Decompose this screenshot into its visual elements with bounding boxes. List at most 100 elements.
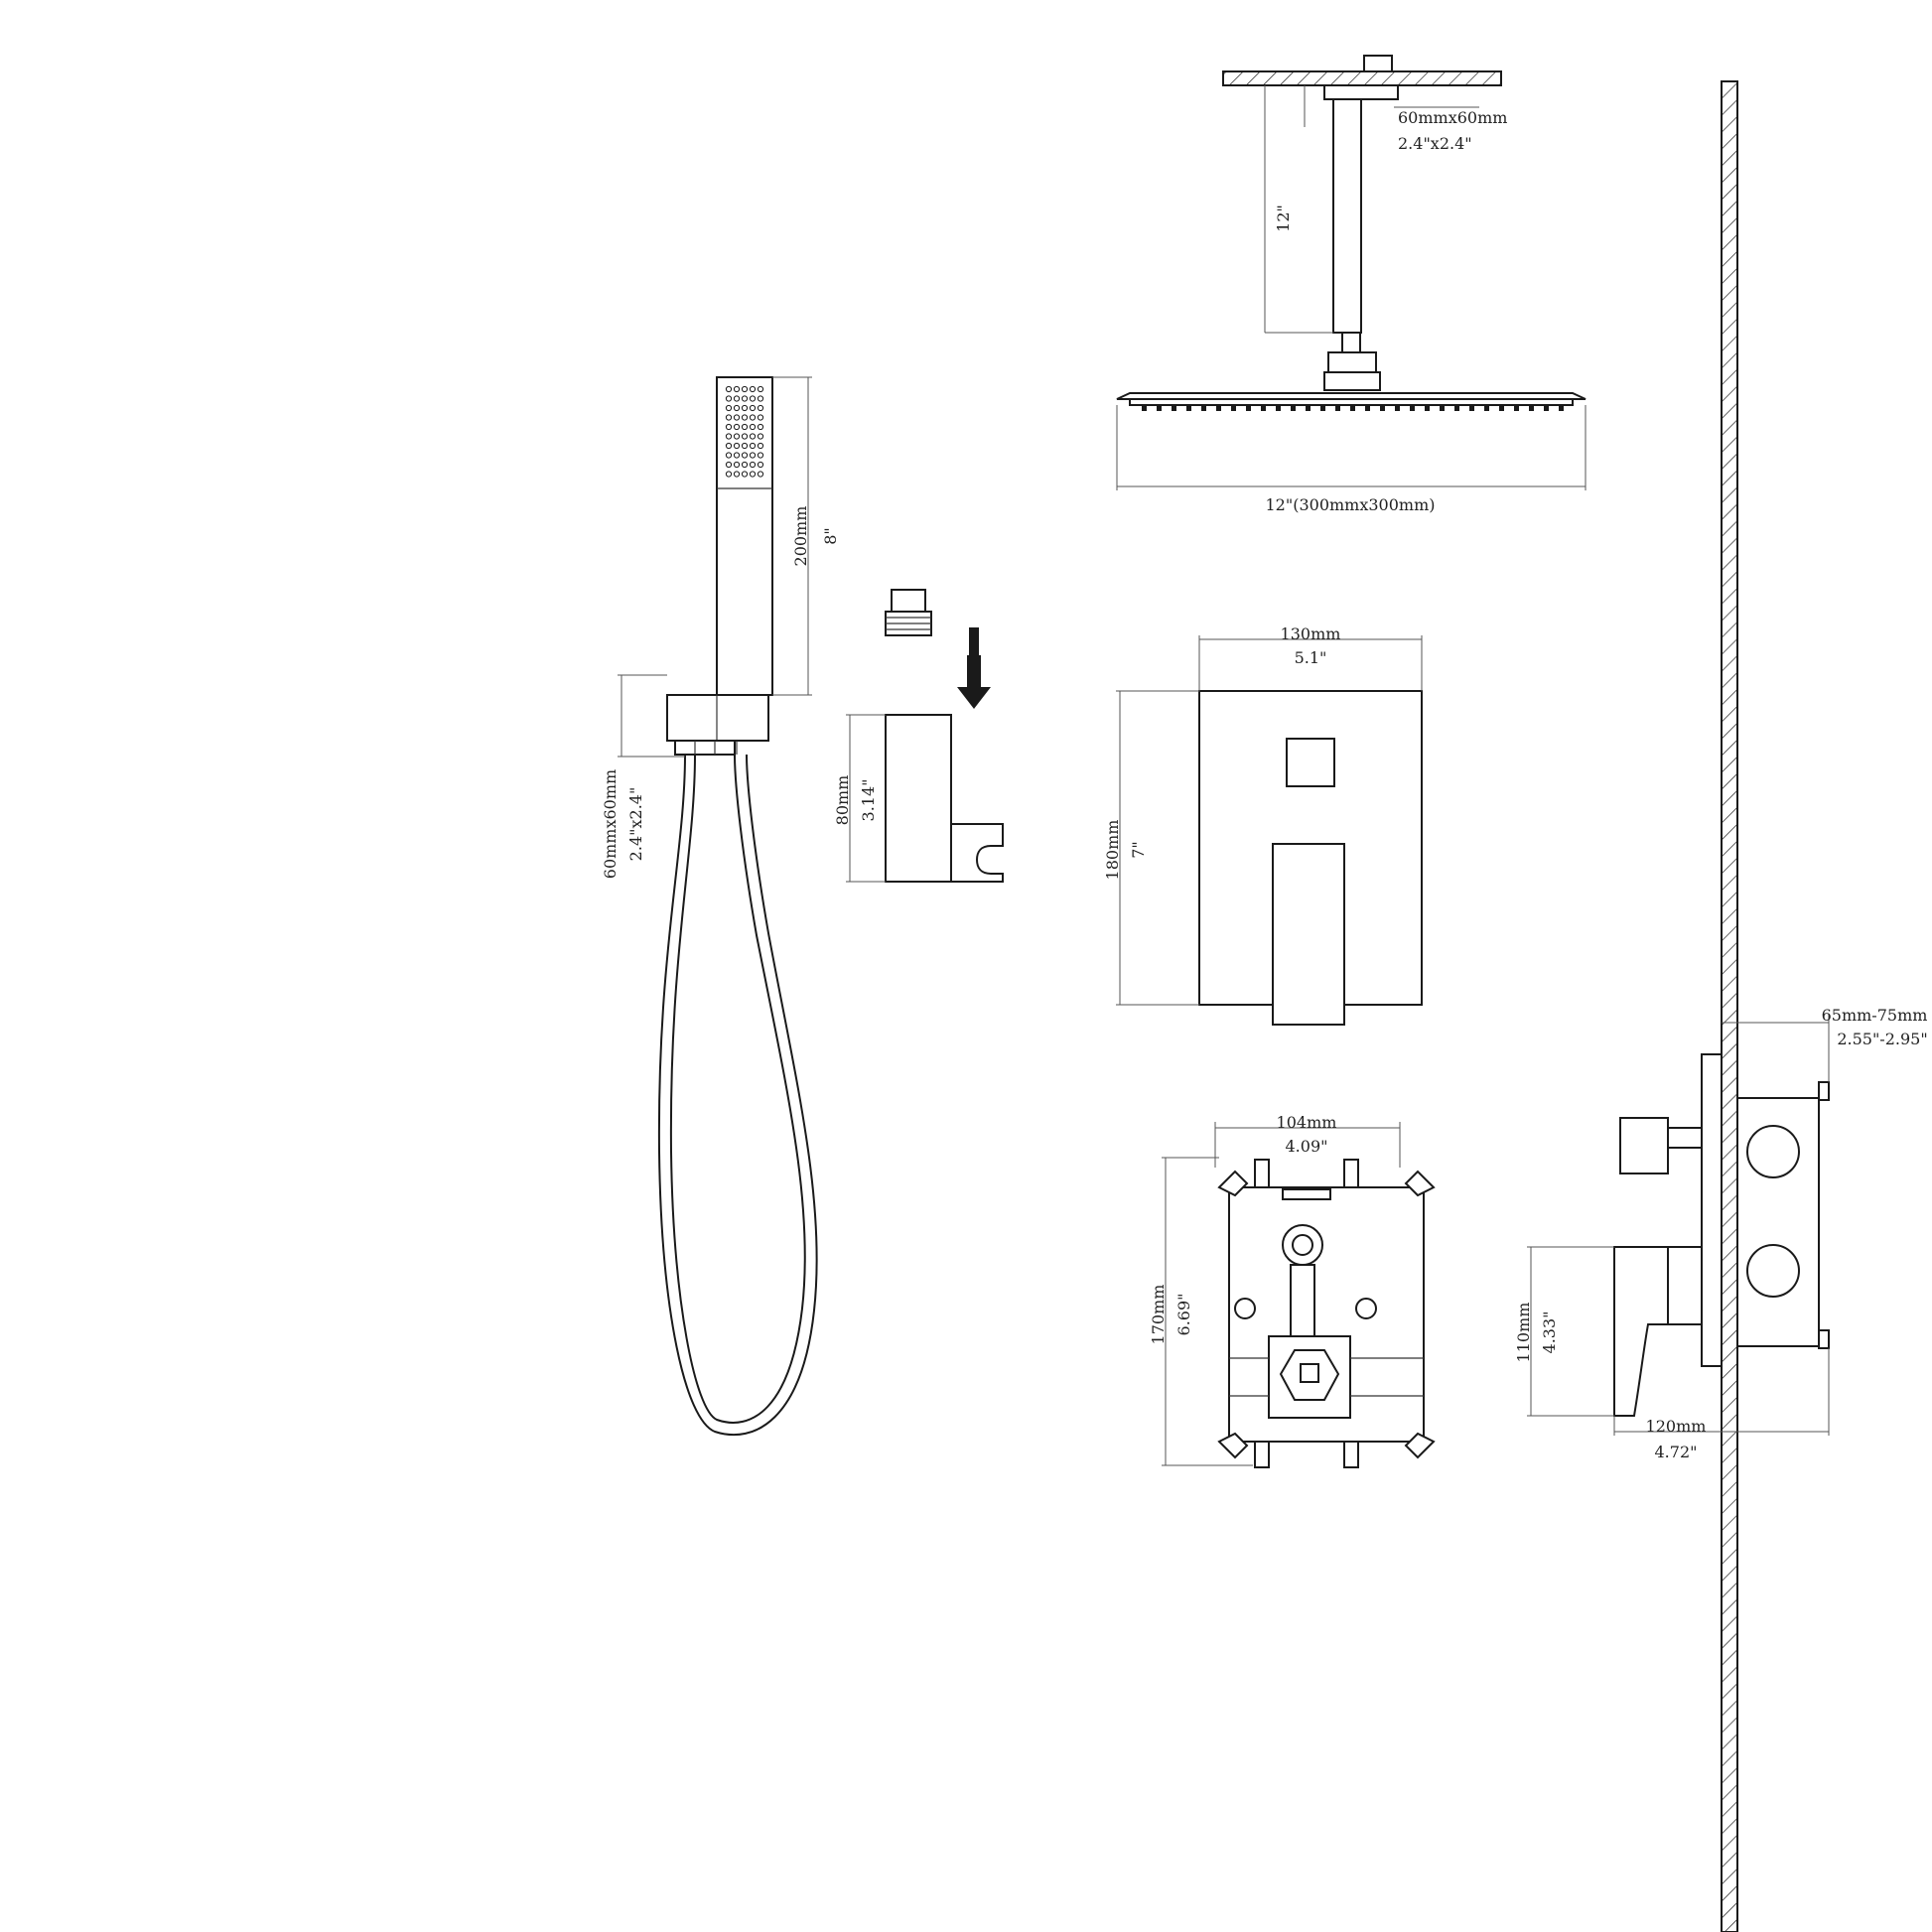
valve-body-dimensions: [1162, 1122, 1401, 1466]
nozzle: [1350, 405, 1355, 411]
rain-shower-dimensions: [1116, 85, 1587, 490]
hose-connector-drawing: [885, 589, 932, 636]
nozzle: [1514, 405, 1519, 411]
spray-hole: [749, 461, 757, 469]
spray-hole: [757, 404, 764, 412]
hand-length-mm: 200mm: [791, 506, 810, 567]
nozzle: [1499, 405, 1504, 411]
side-view-dimensions: [1527, 1015, 1830, 1436]
nozzle: [1335, 405, 1340, 411]
spray-hole: [725, 452, 733, 459]
holder-height-mm: 80mm: [833, 775, 852, 826]
spray-hole: [725, 433, 733, 440]
hand-shower-drawing: [657, 376, 818, 1437]
spray-hole: [741, 471, 749, 478]
side-total-depth-mm: 120mm: [1646, 1417, 1707, 1436]
spray-hole: [733, 452, 741, 459]
nozzle: [1142, 405, 1147, 411]
holder-drawing: [885, 714, 1004, 883]
spray-hole: [733, 414, 741, 421]
spray-hole: [757, 414, 764, 421]
spray-hole: [749, 471, 757, 478]
spray-hole: [741, 461, 749, 469]
spray-hole: [733, 395, 741, 402]
rain-flange-size-mm: 60mmx60mm: [1398, 108, 1507, 127]
spray-hole: [741, 452, 749, 459]
spray-hole: [757, 433, 764, 440]
spray-hole: [733, 385, 741, 393]
spray-hole: [749, 414, 757, 421]
trim-plate-drawing: [1198, 690, 1423, 1026]
spray-hole: [741, 404, 749, 412]
side-total-depth-in: 4.72": [1655, 1443, 1698, 1461]
hand-bracket-size-mm: 60mmx60mm: [601, 769, 620, 879]
nozzle: [1380, 405, 1385, 411]
spray-hole: [749, 442, 757, 450]
spray-hole: [733, 433, 741, 440]
trim-width-mm: 130mm: [1281, 624, 1341, 643]
nozzle: [1395, 405, 1400, 411]
spray-hole: [749, 452, 757, 459]
nozzle: [1216, 405, 1221, 411]
nozzle: [1365, 405, 1370, 411]
spray-hole: [725, 404, 733, 412]
side-handle-height-mm: 110mm: [1514, 1303, 1533, 1363]
spray-hole: [741, 442, 749, 450]
holder-height-in: 3.14": [859, 779, 878, 822]
nozzle: [1291, 405, 1296, 411]
spray-hole: [757, 452, 764, 459]
side-view-drawing: [1613, 1053, 1830, 1417]
nozzle: [1529, 405, 1534, 411]
wall-section: [1721, 80, 1738, 1932]
nozzle: [1201, 405, 1206, 411]
nozzle: [1410, 405, 1415, 411]
nozzle: [1261, 405, 1266, 411]
nozzle: [1157, 405, 1162, 411]
spray-hole: [749, 404, 757, 412]
spray-hole: [757, 423, 764, 431]
trim-height-in: 7": [1129, 841, 1148, 859]
valve-height-mm: 170mm: [1149, 1285, 1168, 1345]
holder-dimensions: [846, 714, 886, 883]
spray-hole: [741, 433, 749, 440]
nozzle: [1231, 405, 1236, 411]
nozzle: [1559, 405, 1564, 411]
spray-hole: [725, 461, 733, 469]
hand-bracket-size-in: 2.4"x2.4": [626, 787, 645, 862]
trim-width-in: 5.1": [1295, 648, 1327, 667]
spray-hole: [749, 395, 757, 402]
side-depth-mm: 65mm-75mm: [1822, 1006, 1928, 1025]
spray-hole: [733, 442, 741, 450]
valve-body-drawing: [1217, 1159, 1436, 1468]
spray-hole: [733, 461, 741, 469]
rain-flange-size-in: 2.4"x2.4": [1398, 134, 1472, 153]
spray-hole: [733, 404, 741, 412]
spray-hole: [749, 433, 757, 440]
spray-hole: [741, 423, 749, 431]
rain-head-size: 12"(300mmx300mm): [1266, 495, 1436, 514]
nozzle: [1440, 405, 1445, 411]
trim-height-mm: 180mm: [1103, 820, 1122, 881]
nozzle: [1246, 405, 1251, 411]
rain-arm-length: 12": [1274, 205, 1293, 232]
valve-width-in: 4.09": [1286, 1137, 1328, 1156]
nozzle: [1186, 405, 1191, 411]
nozzle: [1306, 405, 1311, 411]
spray-hole: [757, 395, 764, 402]
nozzle: [1454, 405, 1459, 411]
spray-hole: [741, 385, 749, 393]
spray-hole: [725, 471, 733, 478]
hand-length-in: 8": [821, 527, 840, 545]
nozzle: [1544, 405, 1549, 411]
nozzle: [1484, 405, 1489, 411]
spray-hole: [741, 414, 749, 421]
hand-shower-dimensions: [618, 376, 812, 758]
spray-hole: [749, 385, 757, 393]
nozzle: [1276, 405, 1281, 411]
spray-hole: [725, 442, 733, 450]
nozzle: [1320, 405, 1325, 411]
valve-width-mm: 104mm: [1277, 1113, 1337, 1132]
spray-hole: [725, 414, 733, 421]
nozzle: [1425, 405, 1430, 411]
